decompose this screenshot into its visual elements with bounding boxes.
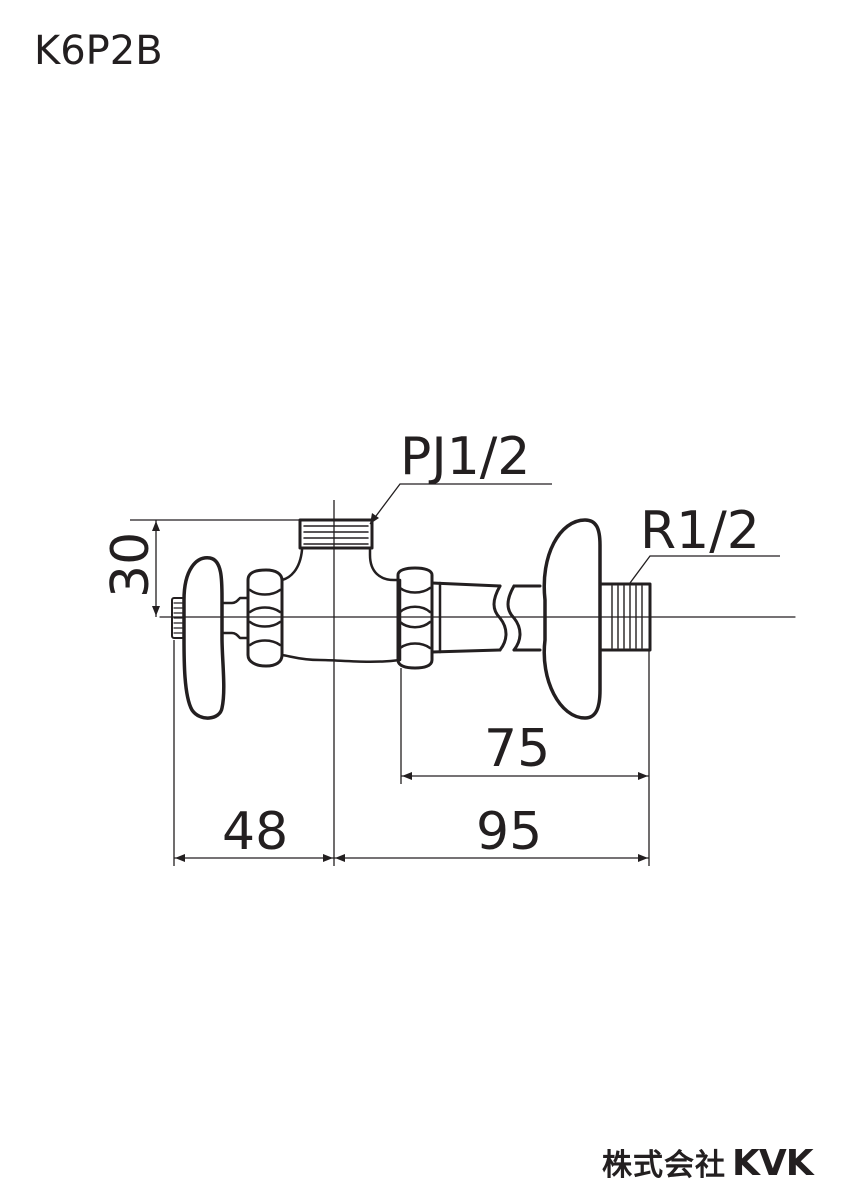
handle-lever	[182, 556, 226, 720]
pipe-right	[506, 584, 542, 652]
dim-height-label: 30	[101, 532, 161, 598]
male-thread-end	[598, 582, 652, 652]
bonnet-nut	[246, 568, 284, 668]
arrow-48-right	[323, 854, 333, 862]
arrow-30-top	[152, 521, 160, 531]
valve-stem	[220, 596, 250, 640]
brand-name: KVK	[732, 1143, 814, 1184]
arrow-48-left	[175, 854, 185, 862]
valve-body	[280, 546, 402, 664]
company-name-jp: 株式会社	[602, 1148, 726, 1183]
arrow-75-left	[402, 772, 412, 780]
dim-pipe-length-label: 75	[484, 719, 550, 779]
arrow-pj-leader	[370, 513, 379, 524]
arrow-30-bottom	[152, 606, 160, 616]
handle-screw	[171, 597, 185, 639]
pipe-left	[430, 581, 508, 654]
outlet-nut	[396, 566, 434, 670]
callout-right-thread: R1/2	[640, 501, 760, 561]
callout-top-thread: PJ1/2	[400, 427, 530, 487]
leader-r	[629, 555, 780, 584]
wall-flange	[542, 518, 602, 720]
top-thread-inlet	[298, 518, 374, 550]
arrow-95-right	[638, 854, 648, 862]
dim-left-width-label: 48	[222, 802, 288, 862]
leader-pj	[369, 483, 552, 525]
arrow-75-right	[638, 772, 648, 780]
dim-right-width-label: 95	[476, 802, 542, 862]
model-number: K6P2B	[34, 28, 163, 74]
arrow-95-left	[335, 854, 345, 862]
